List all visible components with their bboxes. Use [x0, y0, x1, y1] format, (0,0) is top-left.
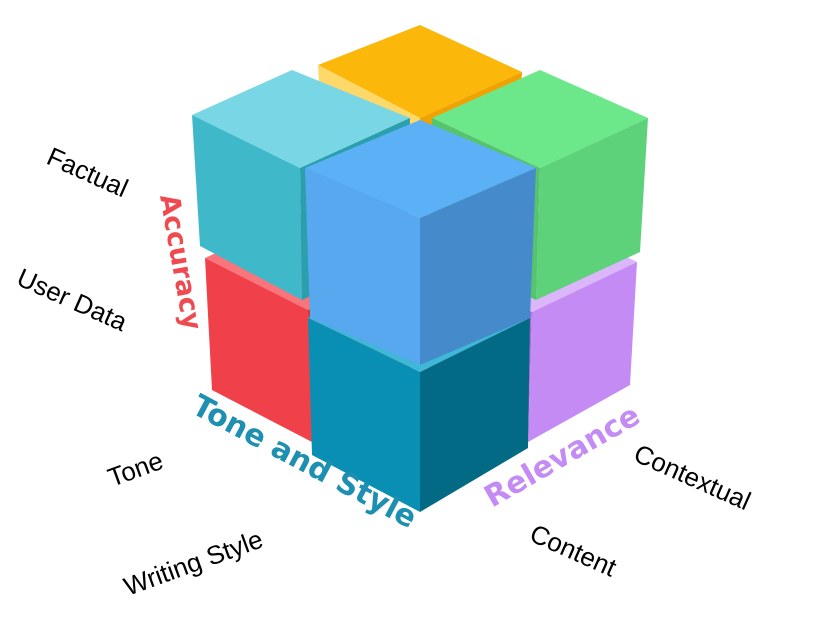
writing-style-label: Writing Style: [120, 524, 267, 602]
cube-top-front: [305, 120, 536, 365]
user-data-label: User Data: [13, 262, 133, 337]
content-label: Content: [526, 518, 622, 583]
tone-label: Tone: [104, 445, 167, 492]
factual-label: Factual: [43, 141, 133, 203]
contextual-label: Contextual: [630, 438, 756, 516]
